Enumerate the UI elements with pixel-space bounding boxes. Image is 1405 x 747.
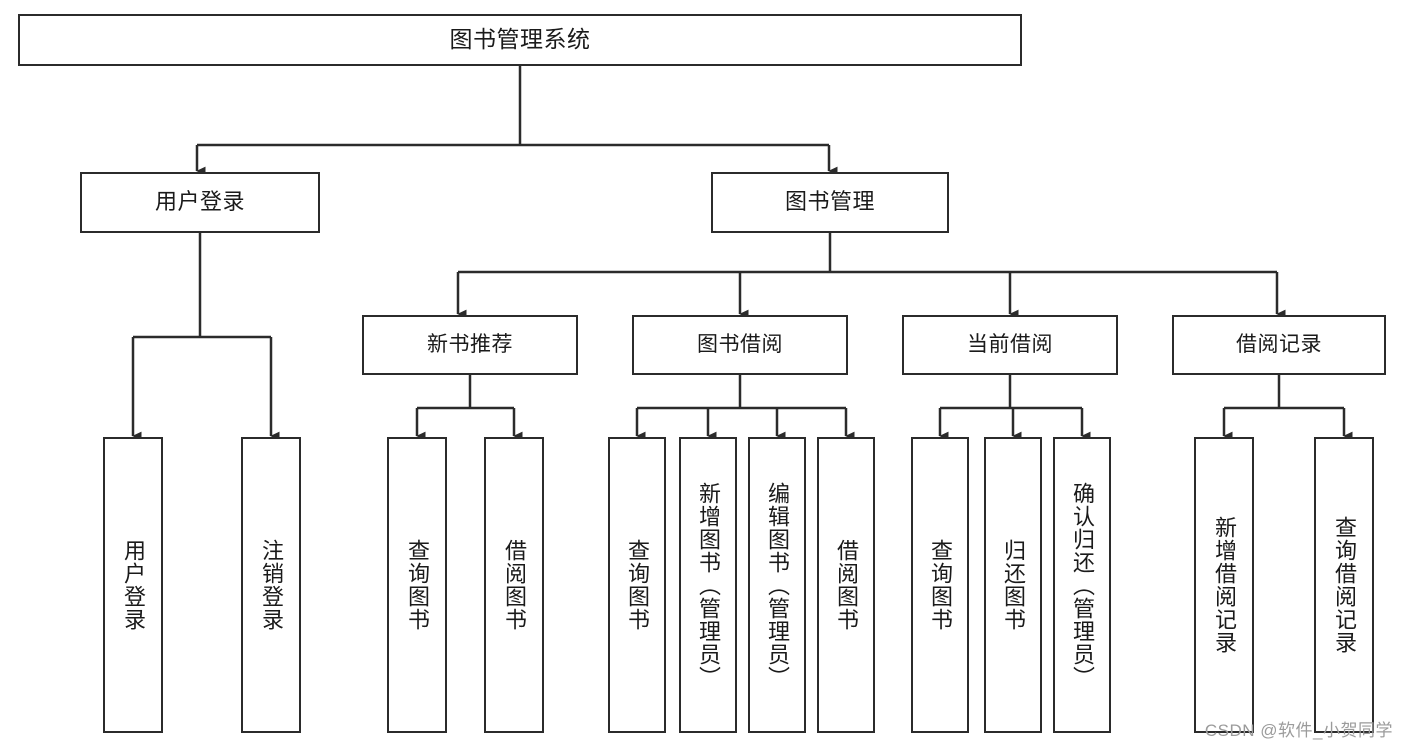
node-leaf-confirm-return[interactable]: 确认归还（管理员）	[1053, 437, 1111, 733]
node-label-leaf-return-book: 归还图书	[1000, 539, 1026, 631]
node-label-borrow-record: 借阅记录	[1236, 332, 1322, 356]
node-label-leaf-query-book-1: 查询图书	[404, 539, 430, 631]
node-label-book-borrow: 图书借阅	[697, 332, 783, 356]
node-label-leaf-edit-book: 编辑图书（管理员）	[764, 481, 790, 689]
node-label-new-book-recommend: 新书推荐	[427, 332, 513, 356]
node-label-leaf-borrow-book-1: 借阅图书	[501, 539, 527, 631]
watermark-text: CSDN @软件_小贺同学	[1204, 721, 1393, 740]
node-label-leaf-logout: 注销登录	[258, 539, 284, 631]
node-label-current-borrow: 当前借阅	[967, 332, 1053, 356]
node-leaf-add-book[interactable]: 新增图书（管理员）	[679, 437, 737, 733]
node-label-root: 图书管理系统	[449, 26, 591, 53]
node-label-leaf-borrow-book-2: 借阅图书	[833, 539, 859, 631]
node-label-leaf-query-borrow-record: 查询借阅记录	[1331, 516, 1357, 654]
node-leaf-add-borrow-record[interactable]: 新增借阅记录	[1194, 437, 1254, 733]
node-label-book-manage: 图书管理	[784, 189, 875, 215]
node-label-leaf-confirm-return: 确认归还（管理员）	[1069, 481, 1095, 689]
node-leaf-query-book-2[interactable]: 查询图书	[608, 437, 666, 733]
node-leaf-user-login[interactable]: 用户登录	[103, 437, 163, 733]
node-leaf-return-book[interactable]: 归还图书	[984, 437, 1042, 733]
node-label-leaf-add-borrow-record: 新增借阅记录	[1211, 516, 1237, 654]
node-root[interactable]: 图书管理系统	[18, 14, 1022, 66]
node-leaf-borrow-book-2[interactable]: 借阅图书	[817, 437, 875, 733]
connector-lines	[131, 66, 1353, 441]
node-new-book-recommend[interactable]: 新书推荐	[362, 315, 578, 375]
node-leaf-query-book-1[interactable]: 查询图书	[387, 437, 447, 733]
node-leaf-query-book-3[interactable]: 查询图书	[911, 437, 969, 733]
node-label-leaf-query-book-3: 查询图书	[927, 539, 953, 631]
node-current-borrow[interactable]: 当前借阅	[902, 315, 1118, 375]
node-leaf-borrow-book-1[interactable]: 借阅图书	[484, 437, 544, 733]
node-label-leaf-user-login: 用户登录	[120, 539, 146, 631]
node-borrow-record[interactable]: 借阅记录	[1172, 315, 1386, 375]
node-book-manage[interactable]: 图书管理	[711, 172, 949, 233]
node-user-login[interactable]: 用户登录	[80, 172, 320, 233]
node-leaf-logout[interactable]: 注销登录	[241, 437, 301, 733]
node-leaf-edit-book[interactable]: 编辑图书（管理员）	[748, 437, 806, 733]
node-book-borrow[interactable]: 图书借阅	[632, 315, 848, 375]
node-label-leaf-query-book-2: 查询图书	[624, 539, 650, 631]
node-label-leaf-add-book: 新增图书（管理员）	[695, 481, 721, 689]
node-label-user-login: 用户登录	[154, 189, 245, 215]
node-leaf-query-borrow-record[interactable]: 查询借阅记录	[1314, 437, 1374, 733]
